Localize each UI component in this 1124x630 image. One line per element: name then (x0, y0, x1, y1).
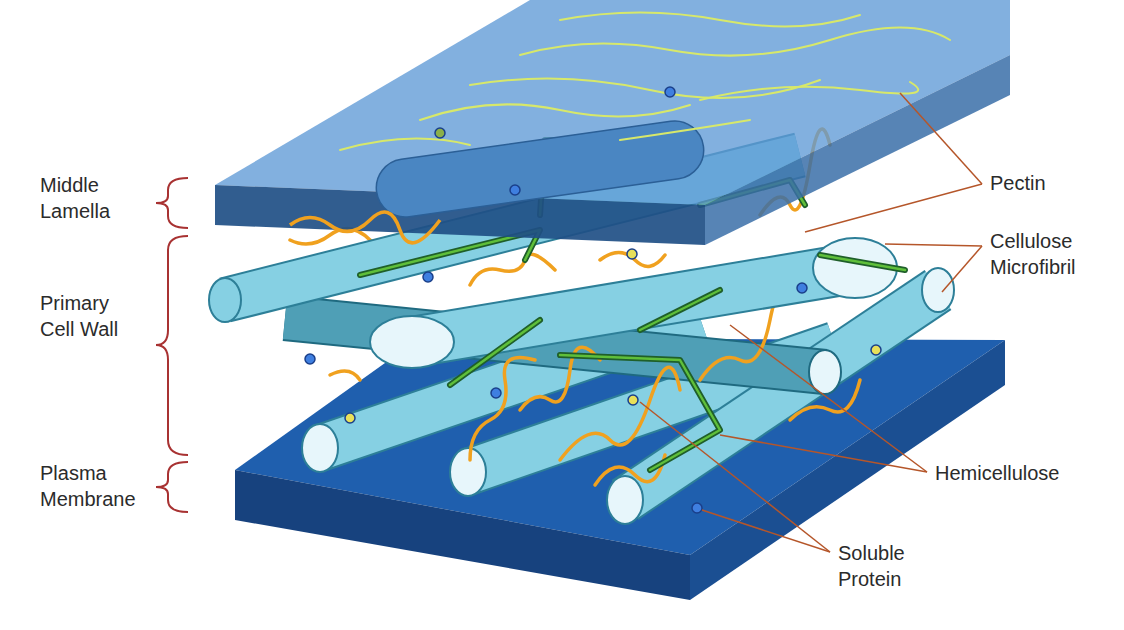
part-label: Pectin (990, 170, 1110, 196)
lamella-pectin (340, 13, 950, 151)
part-label: Soluble Protein (838, 540, 933, 592)
embedded-fibril (373, 117, 708, 220)
soluble-proteins (305, 87, 881, 513)
bracket-label: Primary Cell Wall (40, 290, 145, 342)
part-label: Hemicellulose (935, 460, 1115, 486)
brackets (156, 178, 188, 512)
leader-lines (640, 93, 982, 552)
lamella-side (705, 55, 1010, 245)
bracket-label: Plasma Membrane (40, 460, 145, 512)
bracket-label: Middle Lamella (40, 172, 145, 224)
part-label: Cellulose Microfibril (990, 228, 1115, 280)
